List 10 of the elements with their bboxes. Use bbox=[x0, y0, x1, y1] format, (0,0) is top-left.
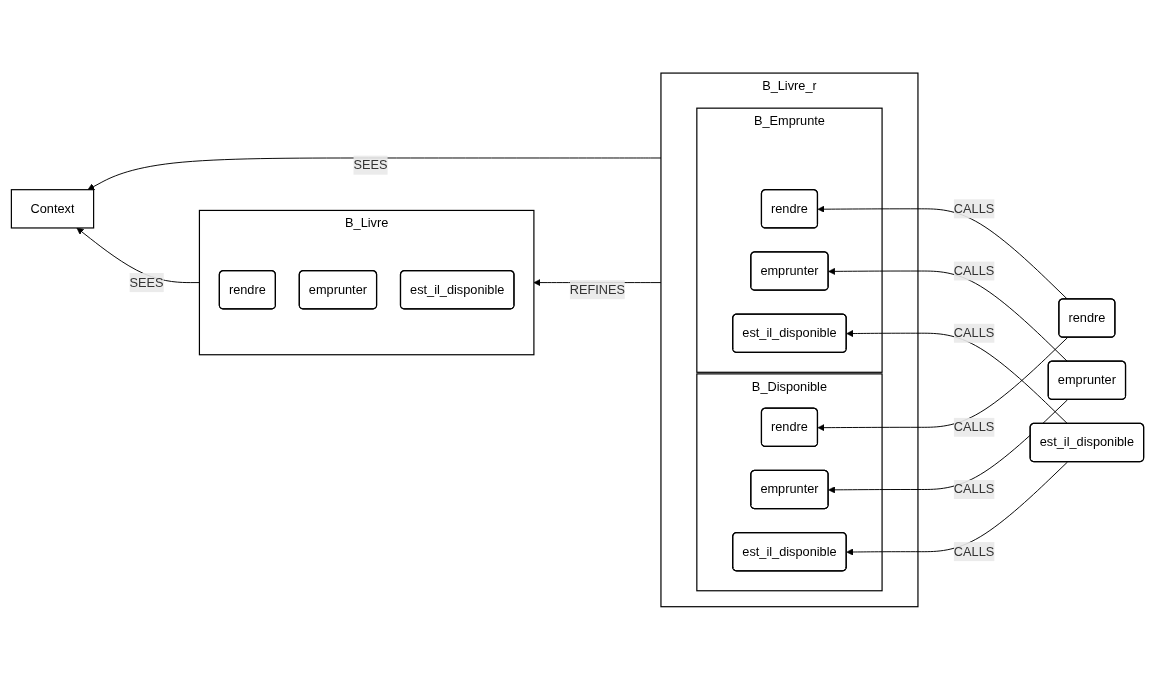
edge-label: CALLS bbox=[953, 420, 995, 434]
edge-label: CALLS bbox=[953, 326, 995, 340]
edge-label: SEES bbox=[129, 275, 164, 289]
edge-label: CALLS bbox=[953, 263, 995, 278]
edge-label: SEES bbox=[353, 157, 388, 172]
edge-label: CALLS bbox=[953, 201, 995, 216]
node-box: Context bbox=[10, 189, 95, 229]
edge-label: CALLS bbox=[953, 482, 995, 496]
edge-label: REFINES bbox=[569, 282, 626, 297]
edge-label: CALLS bbox=[953, 544, 995, 559]
